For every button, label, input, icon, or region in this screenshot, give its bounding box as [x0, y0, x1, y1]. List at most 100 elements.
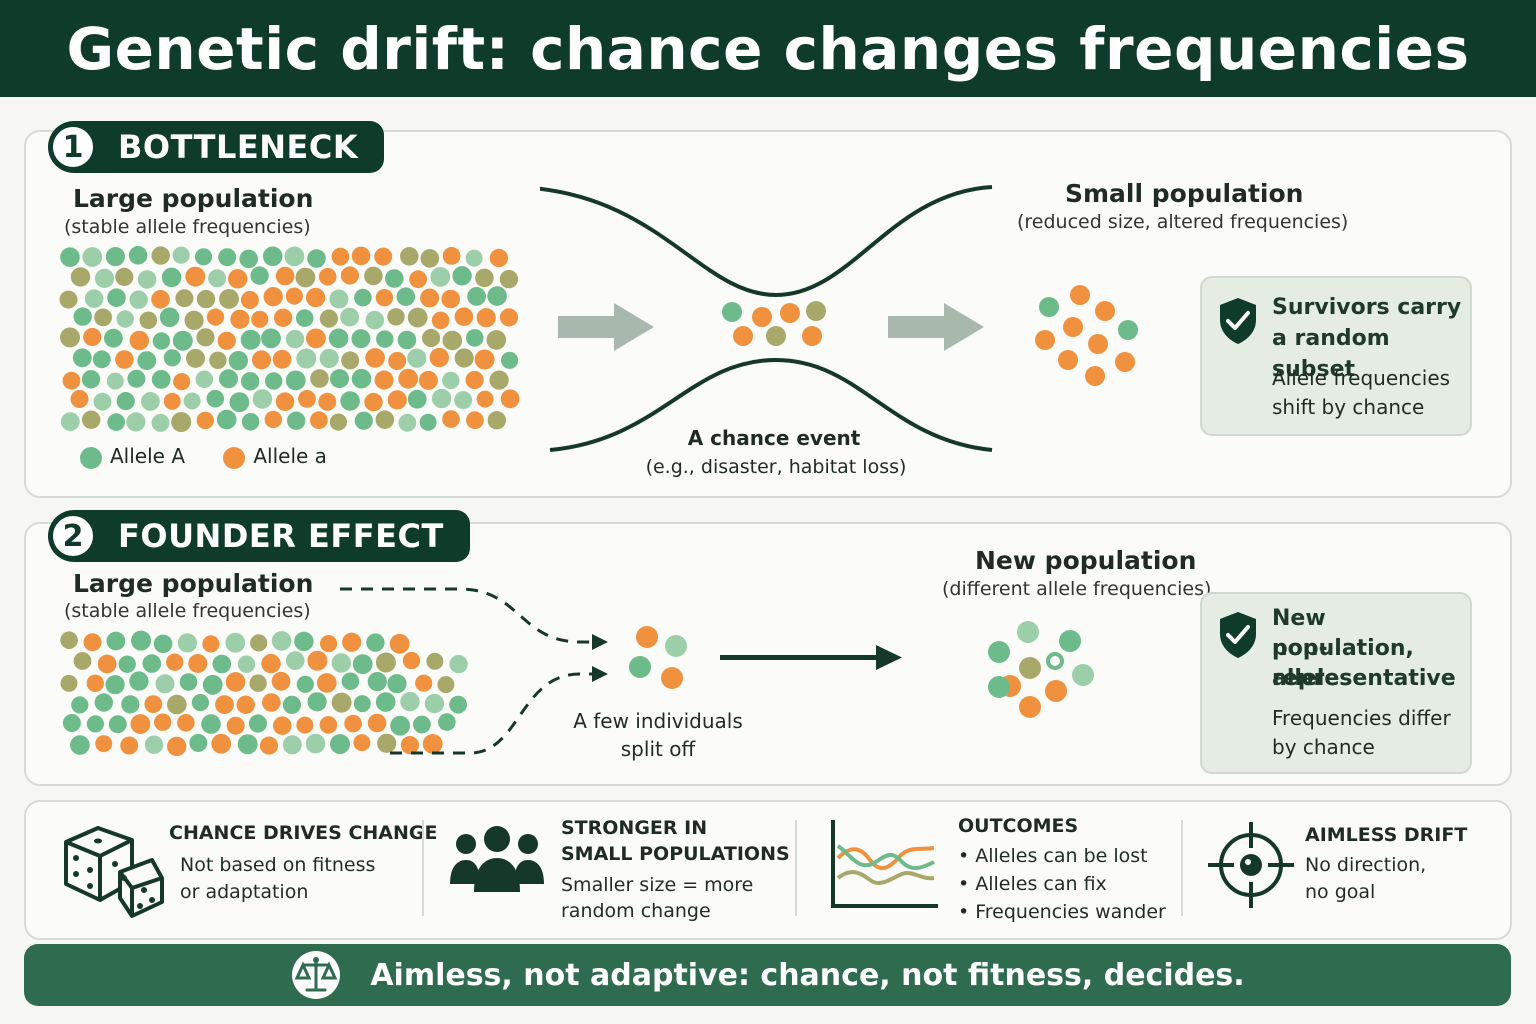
population-dot	[366, 633, 385, 652]
population-dot	[273, 308, 293, 327]
population-dot	[60, 412, 80, 431]
population-dot	[128, 246, 148, 265]
population-dot	[467, 287, 486, 306]
population-dot	[307, 692, 327, 712]
population-dot	[353, 695, 371, 713]
population-dot	[212, 654, 232, 674]
population-dot	[430, 267, 451, 287]
population-dot	[486, 330, 507, 350]
population-dot	[188, 654, 208, 673]
population-dot	[60, 674, 78, 692]
population-dot	[298, 390, 316, 408]
population-dot	[418, 370, 438, 390]
colonize-arrow	[720, 645, 902, 670]
population-dot	[209, 351, 227, 369]
population-dot	[202, 635, 220, 653]
population-dot	[400, 692, 420, 712]
population-dot	[319, 309, 338, 328]
step-number: 2	[50, 513, 96, 559]
population-dot	[249, 674, 267, 692]
population-dot	[94, 268, 115, 288]
population-dot	[161, 267, 182, 288]
population-dot	[144, 735, 164, 754]
population-dot	[95, 735, 113, 753]
population-dot	[364, 266, 383, 286]
population-dot	[374, 247, 393, 266]
population-dot	[82, 410, 101, 429]
population-dot	[271, 631, 292, 651]
population-dot	[261, 328, 281, 349]
population-dot	[155, 674, 175, 694]
population-dot	[226, 716, 245, 735]
population-dot	[390, 715, 410, 736]
population-dot	[154, 713, 172, 731]
fact-2-line-1: Smaller size = more	[561, 874, 754, 896]
population-dot	[489, 248, 509, 268]
population-dot	[500, 389, 520, 409]
population-dot	[282, 735, 302, 755]
population-dot	[340, 307, 359, 327]
population-dot	[237, 734, 258, 755]
population-dot	[225, 672, 246, 692]
fact-1-title: CHANCE DRIVES CHANGE	[169, 822, 438, 844]
fact-4-title: AIMLESS DRIFT	[1305, 824, 1468, 846]
population-dot	[230, 309, 250, 329]
population-dot	[331, 247, 350, 266]
population-dot	[285, 370, 306, 391]
population-dot	[166, 653, 184, 671]
population-dot	[262, 693, 281, 712]
population-dot	[271, 671, 291, 691]
bottleneck-diagram	[540, 185, 993, 452]
population-dot	[86, 674, 104, 692]
population-dot	[275, 266, 295, 286]
population-dot	[163, 349, 181, 367]
card-text-line-1: Frequencies differ	[1272, 706, 1451, 730]
population-dot	[131, 630, 151, 651]
population-dot	[454, 307, 474, 326]
population-dot	[252, 389, 273, 409]
population-dot	[206, 308, 225, 326]
population-dot	[365, 348, 385, 368]
population-dot	[413, 715, 431, 734]
population-dot	[239, 249, 258, 269]
small-population-subtitle: (reduced size, altered frequencies)	[1017, 211, 1349, 233]
population-dot	[62, 714, 81, 732]
population-dot	[211, 733, 232, 754]
shield-check-icon	[1220, 612, 1256, 658]
population-dot	[407, 307, 428, 328]
population-dot	[191, 694, 209, 712]
chance-event-subtitle: (e.g., disaster, habitat loss)	[645, 456, 907, 478]
small-population-title: Small population	[1065, 179, 1304, 208]
dice-icon	[64, 826, 164, 918]
population-dot	[130, 714, 151, 734]
footer-text: Aimless, not adaptive: chance, not fitne…	[370, 957, 1245, 993]
population-dot	[241, 372, 260, 391]
divider	[795, 820, 797, 916]
population-dot	[465, 370, 484, 390]
shield-check-icon	[1220, 298, 1256, 344]
population-dot	[104, 328, 123, 348]
population-dot	[137, 270, 157, 289]
population-dot	[189, 733, 208, 752]
population-dot	[407, 389, 427, 409]
population-dot	[296, 716, 314, 734]
population-dot	[397, 330, 417, 350]
population-dot	[106, 631, 126, 651]
population-dot	[449, 695, 467, 714]
population-dot	[94, 693, 113, 712]
population-dot	[367, 672, 387, 692]
population-dot	[419, 413, 437, 431]
large-population-dots	[59, 246, 520, 432]
population-dot	[422, 328, 441, 348]
population-dot	[216, 409, 237, 430]
fact-2-line-2: random change	[561, 900, 711, 922]
people-icon	[450, 826, 544, 892]
population-dot	[389, 633, 410, 654]
population-dot	[296, 348, 317, 369]
population-dot	[106, 372, 124, 390]
founder-effect-badge: 2 FOUNDER EFFECT	[48, 510, 470, 562]
population-dot	[251, 310, 269, 328]
population-dot	[420, 288, 440, 308]
population-dot	[186, 348, 205, 368]
population-dot	[329, 413, 347, 431]
